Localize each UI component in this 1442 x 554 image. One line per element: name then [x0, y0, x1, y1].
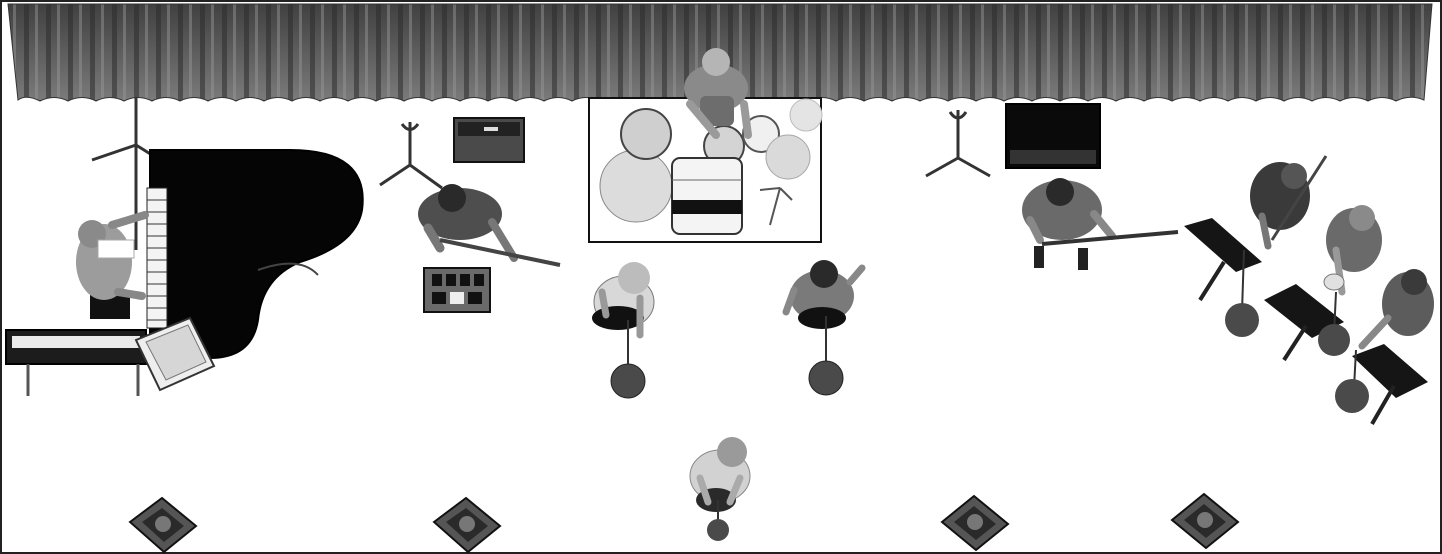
guitar-stand-right: [926, 110, 990, 176]
guitarist-right: [1022, 178, 1178, 270]
guitar-stand-left: [380, 122, 442, 188]
bass-amp: [454, 118, 524, 162]
floor-tom: [621, 109, 671, 159]
backing-vocalist-right: [786, 260, 862, 329]
bass-drum: [672, 158, 742, 234]
backing-vocalist-left: [592, 262, 654, 335]
horn-player-1: [1250, 156, 1326, 246]
keyboard: [6, 330, 146, 396]
crash-cymbal: [600, 150, 672, 222]
lead-vocalist: [690, 437, 750, 512]
bass-guitar: [440, 240, 560, 265]
hi-hat: [790, 99, 822, 131]
monitor-2: [434, 498, 500, 552]
ride-cymbal: [766, 135, 810, 179]
guitarist-left: [418, 184, 560, 265]
music-stand-1: [1184, 218, 1262, 300]
horn-player-3: [1362, 269, 1434, 346]
horn-player-2: [1324, 205, 1382, 292]
guitar-amp: [1006, 104, 1100, 168]
monitor-1: [130, 498, 196, 552]
monitor-3: [942, 496, 1008, 550]
monitor-4: [1172, 494, 1238, 548]
pedalboard: [424, 268, 490, 312]
